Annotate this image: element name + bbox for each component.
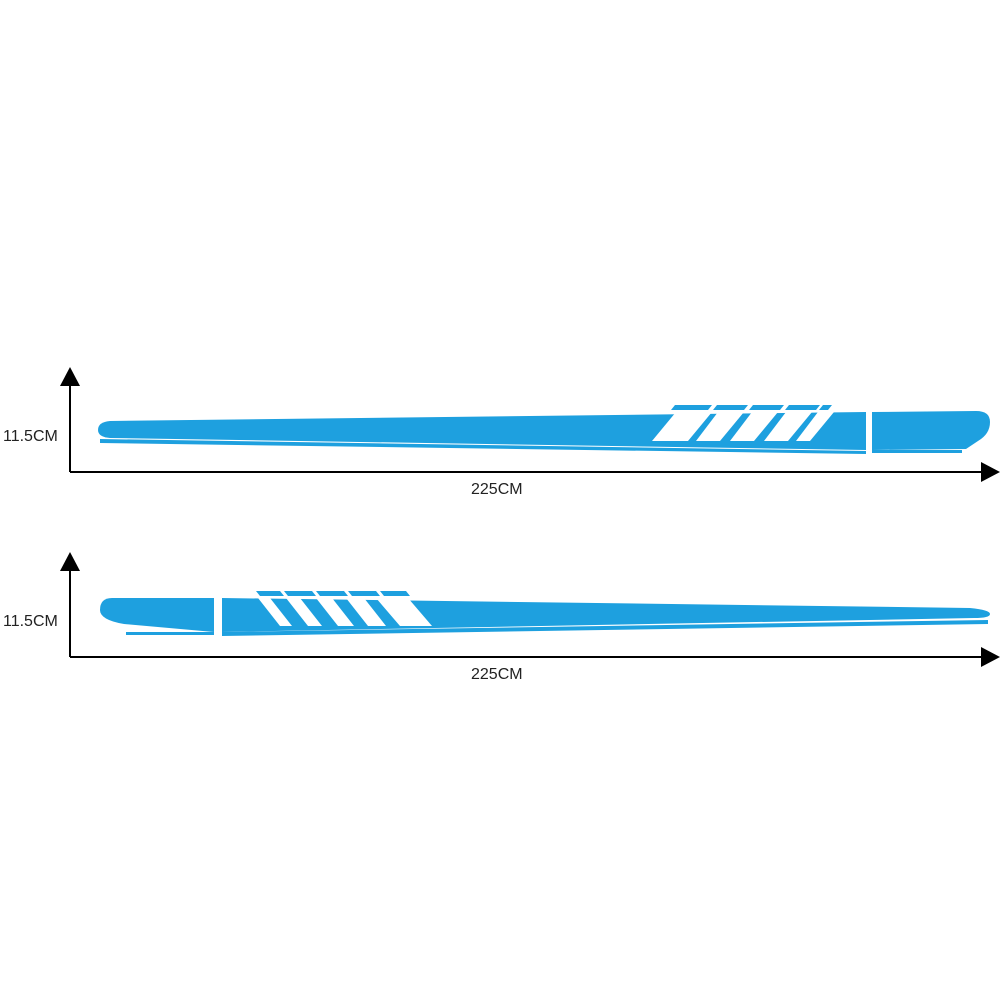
slash-mark: [749, 405, 784, 410]
stripe-end-piece: [872, 411, 990, 450]
stripe-accent-tail: [126, 632, 214, 635]
stripe-cutout: [286, 598, 322, 626]
slash-mark: [713, 405, 748, 410]
stripe-cutout: [316, 598, 354, 626]
height-arrowhead: [60, 552, 80, 571]
height-dimension-label: 11.5CM: [3, 613, 58, 630]
stripe-accent-tail: [872, 450, 962, 453]
height-dimension-label: 11.5CM: [3, 428, 58, 445]
stripe-decal-bottom: [100, 591, 990, 636]
stripe-cutout: [346, 598, 386, 626]
width-dimension-label: 225CM: [471, 666, 523, 683]
stripe-cutout: [764, 412, 812, 441]
stripe-diagram-bottom: 11.5CM 225CM: [0, 540, 1000, 700]
width-dimension-label: 225CM: [471, 481, 523, 498]
stripe-cutout: [696, 412, 744, 441]
slash-mark: [316, 591, 348, 596]
stripe-decal-top: [98, 405, 990, 454]
slash-mark: [380, 591, 410, 596]
stripe-cutout: [376, 598, 432, 626]
stripe-drawing-top: [60, 367, 1000, 482]
stripe-cutout: [652, 412, 712, 441]
stripe-cutout: [258, 598, 292, 626]
stripe-accent-line: [100, 439, 866, 454]
stripe-cutout: [796, 412, 834, 441]
stripe-cutout: [730, 412, 778, 441]
dimension-axes-bottom: [60, 552, 1000, 667]
slash-mark: [284, 591, 316, 596]
width-arrowhead: [981, 647, 1000, 667]
slash-mark: [819, 405, 832, 410]
stripe-cutouts-bottom: [258, 598, 432, 626]
slash-mark: [256, 591, 284, 596]
stripe-cutouts-top: [652, 412, 834, 441]
slash-mark: [348, 591, 380, 596]
stripe-end-piece: [100, 598, 214, 632]
stripe-diagram-top: 11.5CM 225CM: [0, 355, 1000, 515]
slash-mark: [785, 405, 820, 410]
stripe-accent-line: [222, 620, 988, 636]
width-arrowhead: [981, 462, 1000, 482]
dimension-axes-top: [60, 367, 1000, 482]
slash-mark: [671, 405, 712, 410]
height-arrowhead: [60, 367, 80, 386]
stripe-drawing-bottom: [60, 552, 1000, 667]
